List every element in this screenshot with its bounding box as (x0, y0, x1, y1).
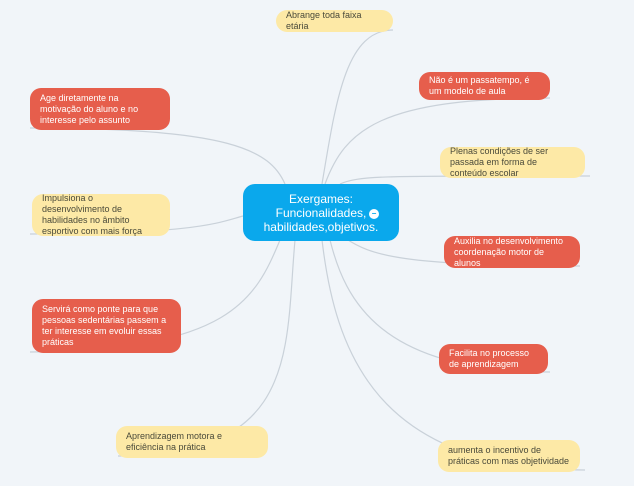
topic-label: Impulsiona o desenvolvimento de habilida… (42, 193, 143, 236)
topic-auxilia-coordenacao[interactable]: Auxilia no desenvolvimento coordenação m… (444, 236, 580, 268)
central-topic-line-3: habilidades,objetivos. (263, 219, 379, 234)
topic-label: aumenta o incentivo de práticas com mas … (448, 445, 570, 466)
topic-facilita-aprendizagem[interactable]: Facilita no processo de aprendizagem (439, 344, 548, 374)
topic-age-motivacao[interactable]: Age diretamente na motivação do aluno e … (30, 88, 170, 130)
topic-label: Plenas condições de ser passada em forma… (450, 146, 549, 178)
topic-label: Abrange toda faixa etária (286, 10, 362, 31)
topic-impulsiona-habilidades[interactable]: Impulsiona o desenvolvimento de habilida… (32, 193, 170, 236)
link-right-1 (321, 29, 394, 185)
topic-label: Age diretamente na motivação do aluno e … (40, 92, 139, 125)
topic-ponte-sedentarias[interactable]: Servirá como ponte para que pessoas sede… (32, 299, 181, 353)
topic-label: Auxilia no desenvolvimento coordenação m… (454, 235, 564, 268)
central-topic-line-2: Funcionalidades, (275, 205, 367, 220)
topic-label: Facilita no processo de aprendizagem (449, 348, 530, 369)
topic-label: Servirá como ponte para que pessoas sede… (42, 304, 167, 347)
central-topic-line-1: Exergames: (288, 191, 354, 206)
topic-nao-e-passatempo[interactable]: Não é um passatempo, é um modelo de aula (419, 72, 550, 100)
topic-abrange-faixa-etaria[interactable]: Abrange toda faixa etária (276, 10, 393, 32)
topic-aumenta-incentivo[interactable]: aumenta o incentivo de práticas com mas … (438, 440, 580, 472)
minus-circle-icon[interactable]: − (369, 209, 379, 219)
topic-label: Aprendizagem motora e eficiência na prát… (126, 431, 223, 452)
topic-aprendizagem-motora[interactable]: Aprendizagem motora e eficiência na prát… (116, 426, 268, 458)
link-left-1 (29, 127, 286, 185)
topic-label: Não é um passatempo, é um modelo de aula (429, 75, 530, 96)
topic-plenas-condicoes[interactable]: Plenas condições de ser passada em forma… (440, 146, 585, 178)
